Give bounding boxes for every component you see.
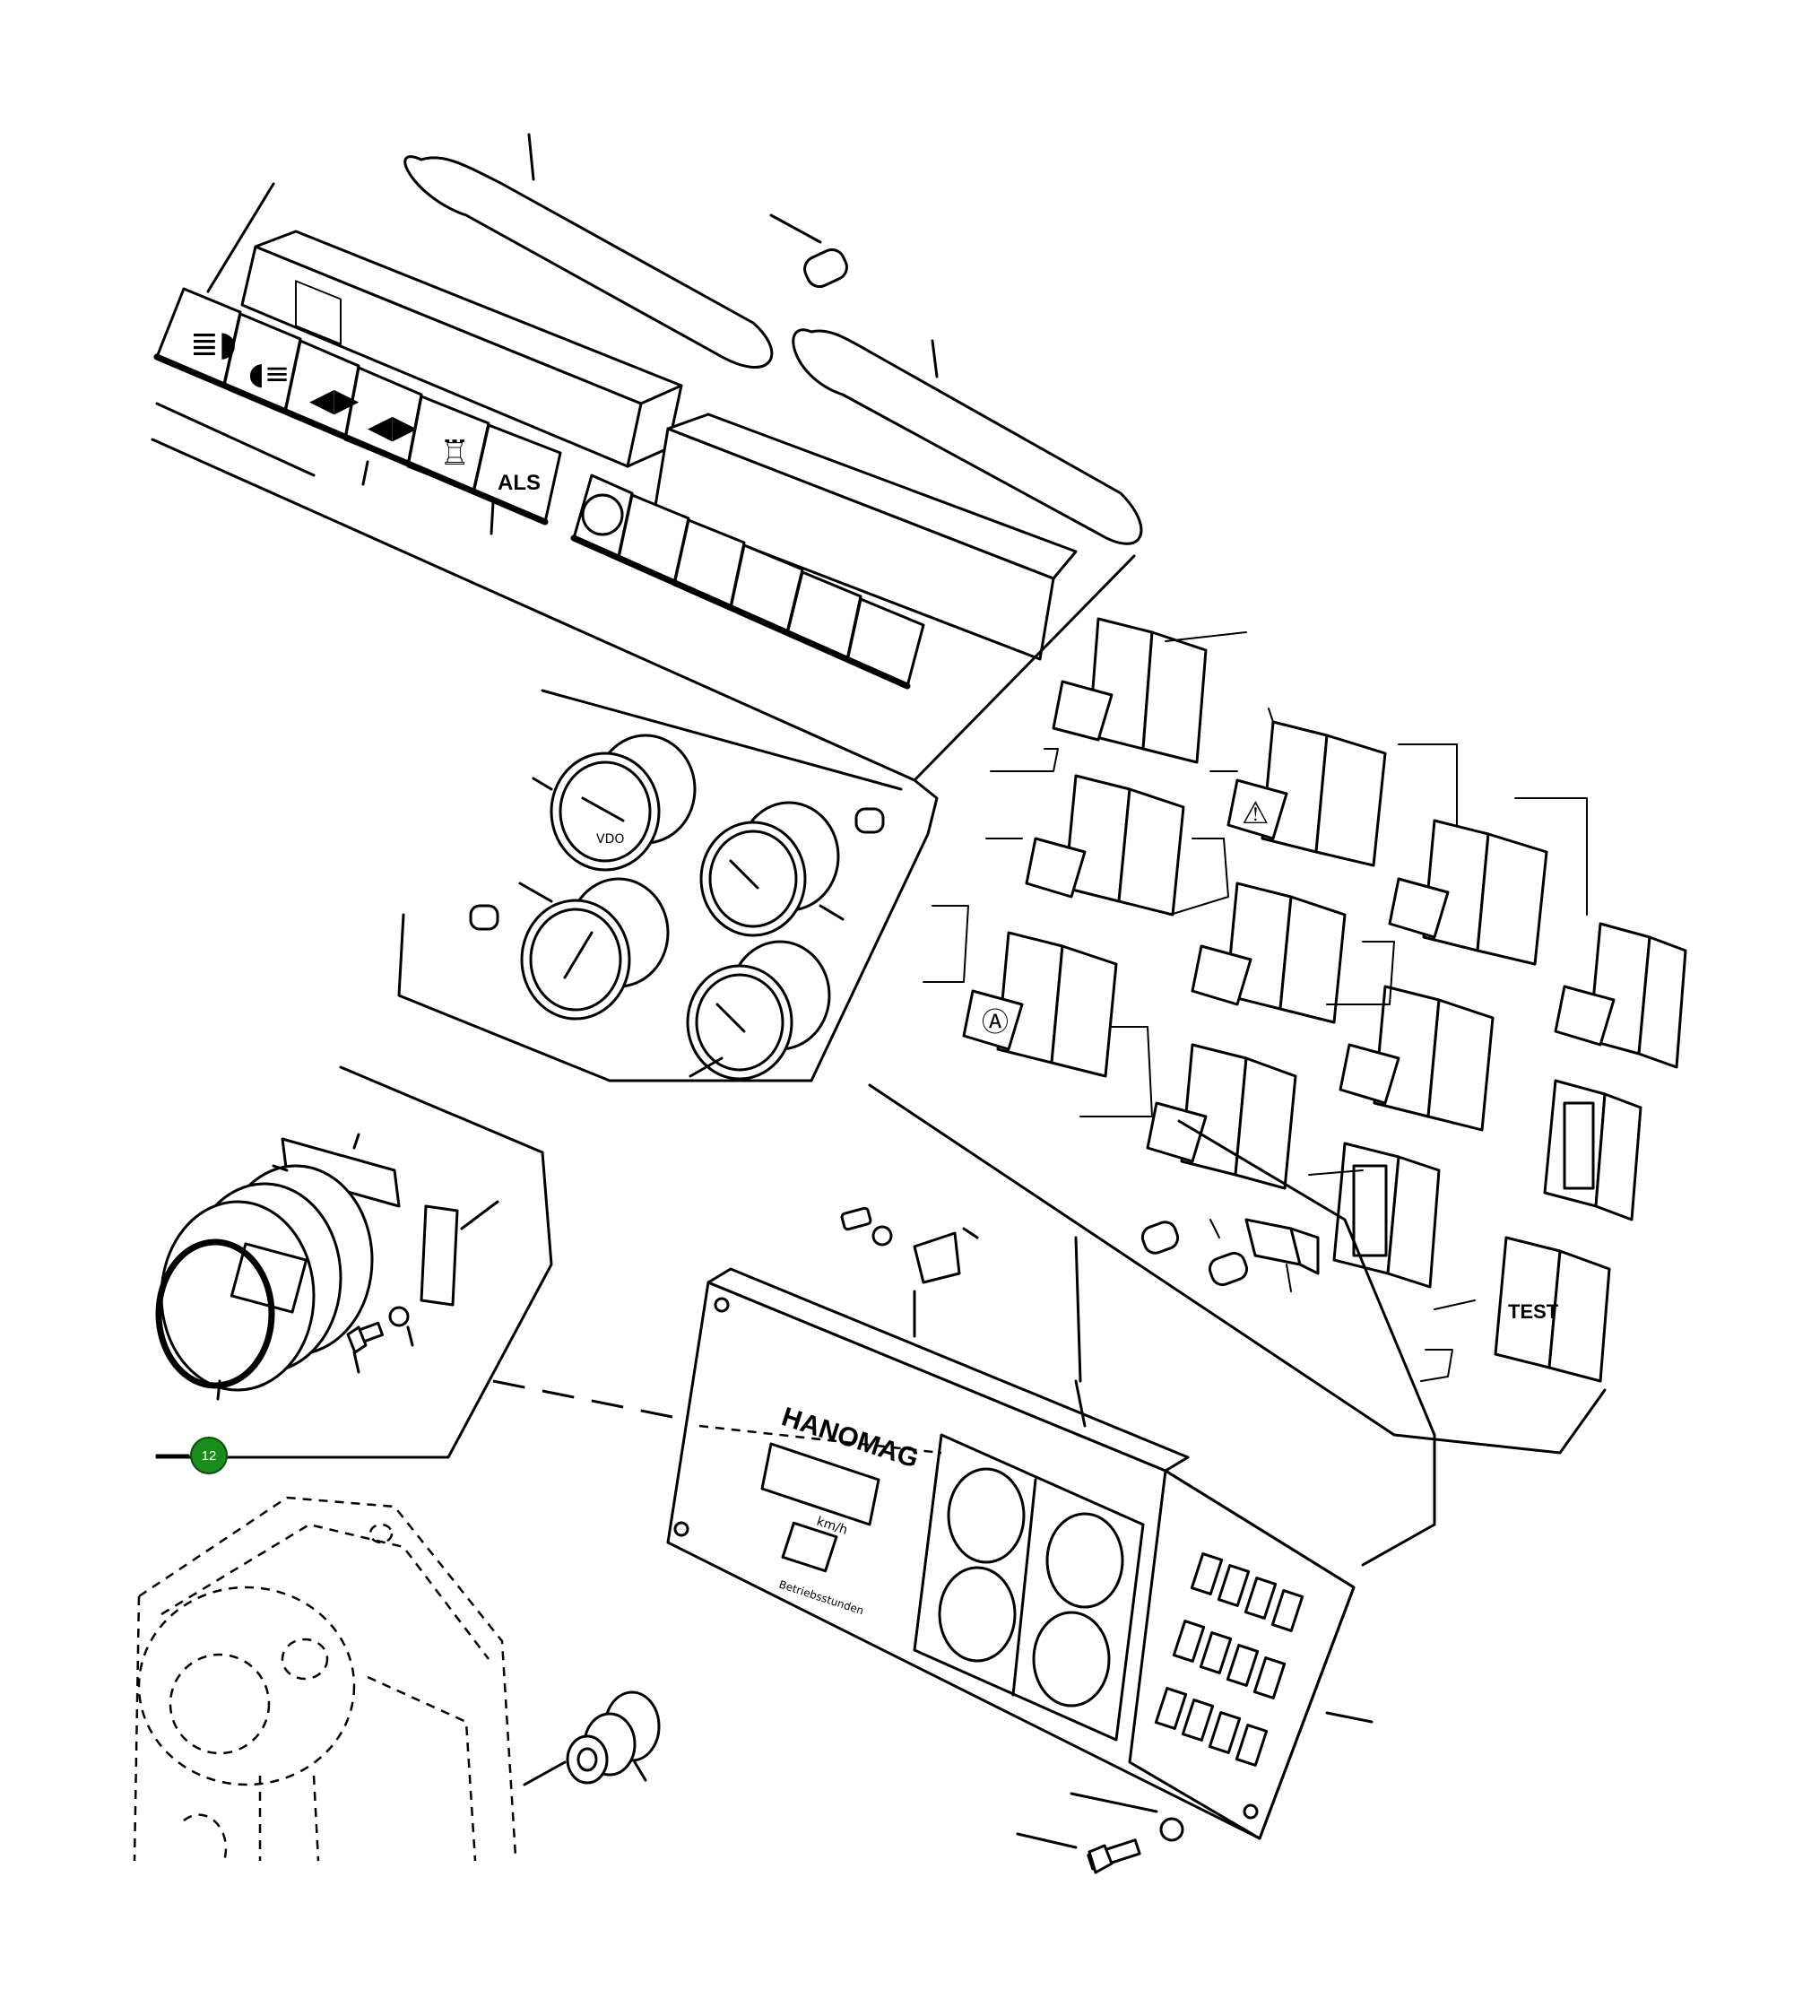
- test-label: TEST: [1508, 1300, 1559, 1323]
- bezel-ring: [155, 1238, 275, 1389]
- rocker-auto: Ⓐ: [962, 931, 1118, 1078]
- fuel-gauge: [699, 801, 840, 937]
- switch-strip-right: [570, 413, 1078, 690]
- rocker-beacon: [1388, 819, 1548, 966]
- rocker-headlight: [1025, 774, 1185, 917]
- svg-text:◖≡: ◖≡: [248, 356, 290, 392]
- svg-text:◀▶: ◀▶: [368, 409, 418, 446]
- clamp-upper: [281, 1137, 401, 1208]
- callout-number: 12: [202, 1448, 217, 1464]
- clamp-side: [420, 1204, 459, 1307]
- rocker-test: TEST: [1494, 1236, 1611, 1383]
- callout-marker: 12: [155, 1437, 228, 1474]
- gasket-upper: [403, 155, 774, 369]
- panel-fasteners: [1016, 1792, 1184, 1874]
- sensor: [523, 1690, 661, 1786]
- gauge-scale-label: VDO: [596, 832, 624, 847]
- rocker-blank-1: [1332, 1142, 1441, 1289]
- rocker-rear-wiper: [1146, 1043, 1297, 1190]
- svg-text:◀▶: ◀▶: [309, 382, 360, 419]
- rocker-seat: [1339, 985, 1495, 1132]
- switch-strip-left: ≣◗ ◖≡ ◀▶ ◀▶ ♖ ALS: [153, 182, 683, 535]
- tachometer-assembly: [155, 1133, 499, 1401]
- rocker-fog-light: [1554, 922, 1687, 1069]
- panel-gauge-cutouts: [913, 1433, 1145, 1742]
- coolant-temp-gauge: VDO: [550, 734, 697, 872]
- bulb-gauge-left: [469, 904, 499, 931]
- callout-circle: [190, 1437, 228, 1474]
- svg-text:≣◗: ≣◗: [190, 324, 237, 363]
- als-label: ALS: [498, 471, 541, 495]
- bulb-top: [769, 213, 848, 289]
- panel-switch-cutouts: [1154, 1552, 1304, 1767]
- svg-text:⚠: ⚠: [1242, 795, 1269, 831]
- bulb-switch: [1140, 1221, 1180, 1255]
- dashboard-panel: HANOMAG km/h Betriebsstunden: [666, 1267, 1356, 1840]
- gasket-lower: [792, 328, 1143, 545]
- rocker-hazard: ⚠: [1226, 720, 1387, 867]
- svg-text:Ⓐ: Ⓐ: [982, 1007, 1009, 1038]
- switch-buttons-left: ≣◗ ◖≡ ◀▶ ◀▶ ♖ ALS: [153, 287, 562, 526]
- engine-housing: [133, 1496, 517, 1862]
- rocker-blank-2: [1543, 1079, 1642, 1221]
- bulb-gauge-right: [854, 807, 885, 834]
- gauge-group: VDO: [469, 734, 885, 1081]
- rocker-wiper: [1191, 882, 1347, 1024]
- relay: [1208, 1218, 1320, 1287]
- hour-meter: [781, 1521, 838, 1573]
- rocker-switches: ⚠ Ⓐ: [923, 617, 1687, 1383]
- clock: [520, 877, 670, 1021]
- svg-text:♖: ♖: [439, 433, 470, 473]
- mounting-bracket: [840, 1206, 979, 1338]
- rocker-work-lamp: [1052, 617, 1208, 764]
- oil-pressure-gauge: [686, 940, 831, 1081]
